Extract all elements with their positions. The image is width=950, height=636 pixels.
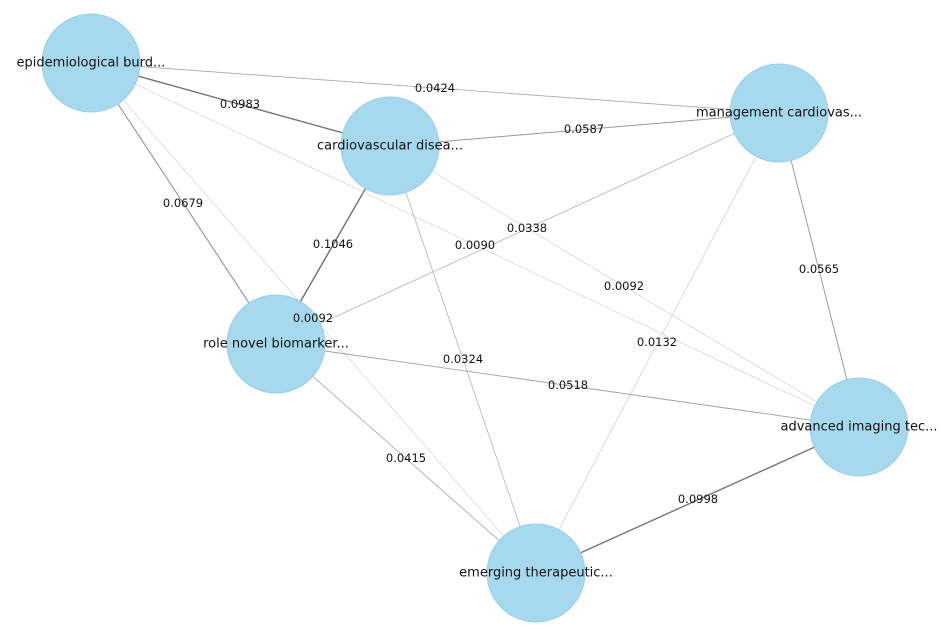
node-img[interactable]: advanced imaging tec... bbox=[780, 377, 938, 477]
node-label: advanced imaging tec... bbox=[780, 420, 937, 435]
edge-weight-label-cvd-bio: 0.1046 bbox=[313, 237, 353, 251]
edge-epi-cvd bbox=[90, 62, 391, 147]
node-ther[interactable]: emerging therapeutic... bbox=[459, 523, 613, 623]
edge-weight-label-img-ther: 0.0998 bbox=[678, 492, 718, 506]
edge-weight-label-bio-img: 0.0518 bbox=[548, 378, 588, 392]
node-epi[interactable]: epidemiological burd... bbox=[17, 13, 166, 113]
edges-layer bbox=[90, 62, 860, 574]
node-circle[interactable] bbox=[729, 63, 829, 163]
edge-bio-ther bbox=[275, 343, 537, 574]
node-circle[interactable] bbox=[340, 96, 440, 196]
edge-epi-mgmt bbox=[90, 62, 780, 114]
edge-mgmt-img bbox=[778, 112, 860, 428]
edge-epi-bio bbox=[90, 62, 277, 345]
nodes-layer: epidemiological burd... cardiovascular di… bbox=[17, 13, 938, 623]
node-circle[interactable] bbox=[486, 523, 586, 623]
node-label: management cardiovas... bbox=[696, 106, 862, 121]
edge-cvd-ther bbox=[389, 145, 537, 574]
node-circle[interactable] bbox=[226, 294, 326, 394]
edge-weight-label-epi-ther: 0.0092 bbox=[293, 311, 333, 325]
edge-weight-label-epi-bio: 0.0679 bbox=[163, 196, 203, 210]
edge-weight-label-epi-mgmt: 0.0424 bbox=[415, 81, 455, 95]
edge-weight-label-mgmt-img: 0.0565 bbox=[799, 262, 839, 276]
edge-cvd-mgmt bbox=[389, 112, 780, 147]
edge-weight-label-epi-cvd: 0.0983 bbox=[220, 97, 260, 111]
edge-weight-label-mgmt-ther: 0.0132 bbox=[637, 335, 677, 349]
edge-weight-label-mgmt-bio: 0.0338 bbox=[507, 221, 547, 235]
edge-weight-label-cvd-img: 0.0092 bbox=[604, 279, 644, 293]
node-label: epidemiological burd... bbox=[17, 56, 166, 71]
edge-img-ther bbox=[535, 426, 860, 574]
node-mgmt[interactable]: management cardiovas... bbox=[696, 63, 862, 163]
node-circle[interactable] bbox=[41, 13, 141, 113]
edge-epi-img bbox=[90, 62, 860, 428]
edge-cvd-img bbox=[389, 145, 860, 428]
node-bio[interactable]: role novel biomarker... bbox=[203, 294, 349, 394]
node-label: role novel biomarker... bbox=[203, 337, 349, 352]
edge-weight-label-epi-img: 0.0090 bbox=[455, 238, 495, 252]
edge-bio-img bbox=[275, 343, 860, 428]
edge-mgmt-ther bbox=[535, 112, 780, 574]
node-circle[interactable] bbox=[809, 377, 909, 477]
edge-weight-label-cvd-mgmt: 0.0587 bbox=[564, 122, 604, 136]
edge-labels-layer: 0.0424 0.0983 0.0587 0.0679 0.1046 0.0338 0.00… bbox=[163, 81, 839, 506]
edge-weight-label-bio-ther: 0.0415 bbox=[386, 451, 426, 465]
node-label: cardiovascular disea... bbox=[317, 139, 463, 154]
node-cvd[interactable]: cardiovascular disea... bbox=[317, 96, 463, 196]
node-label: emerging therapeutic... bbox=[459, 566, 613, 581]
edge-weight-label-cvd-ther: 0.0324 bbox=[443, 352, 483, 366]
